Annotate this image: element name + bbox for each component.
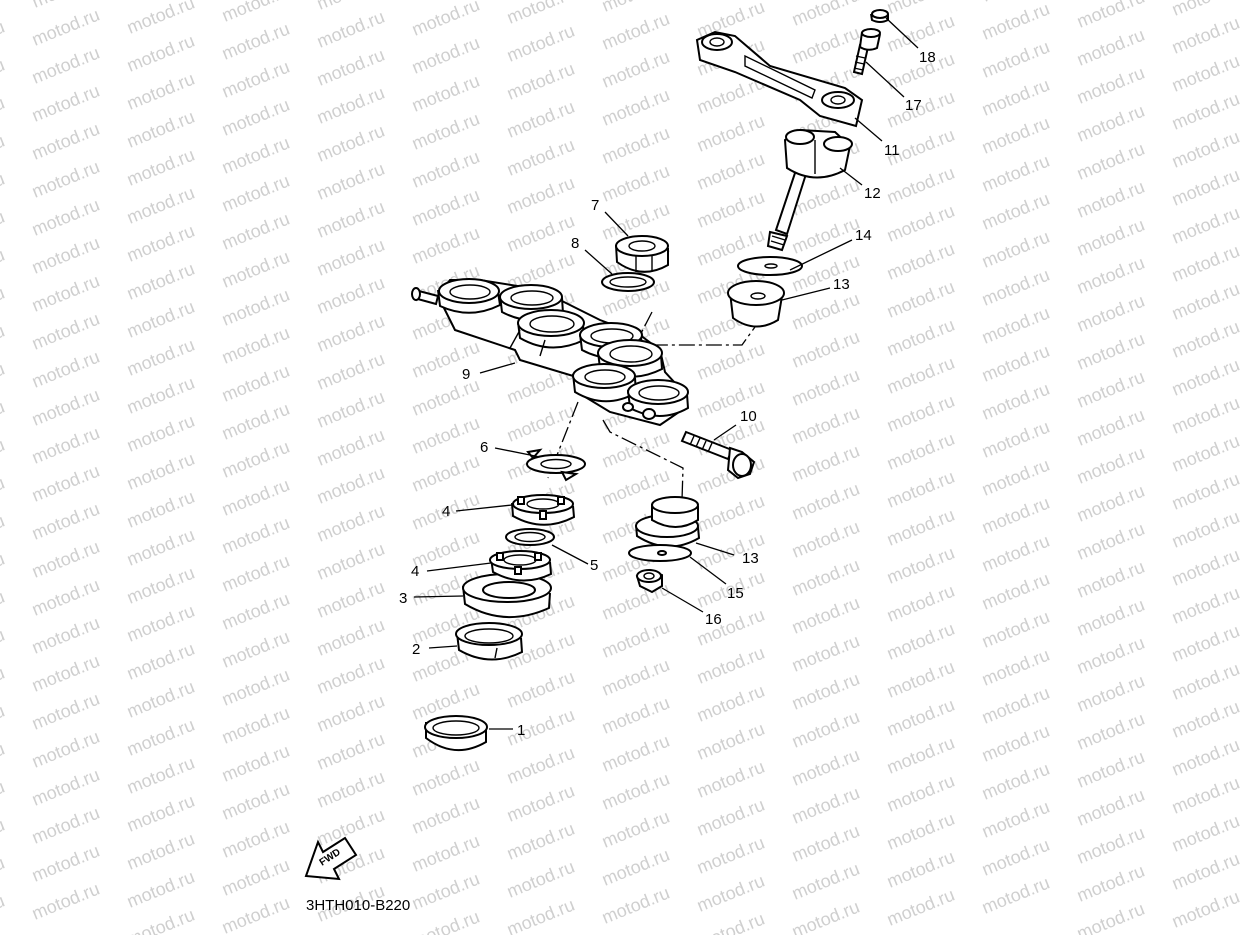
part-12-handlebar-riser [766,128,853,252]
watermark-text: motod.ru [0,17,7,62]
callout-18: 18 [919,49,936,66]
part-10-pinch-bolt [680,430,756,480]
watermark-text: motod.ru [0,283,7,328]
part-4-lower-ring-nut [489,550,553,582]
callout-10: 10 [740,408,757,425]
part-2-bearing [455,622,524,661]
part-13-upper-damper [727,280,785,328]
part-4-upper-ring-nut [511,494,576,526]
part-11-handlebar-clamp [695,30,864,128]
watermark-text: motod.ru [0,663,7,708]
leader-lines [413,17,919,730]
part-6-lock-washer [526,448,586,482]
watermark-text: motod.ru [0,739,7,784]
watermark-text: motod.ru [0,131,7,176]
watermark-text: motod.ru [29,879,102,924]
watermark-text: motod.ru [0,549,7,594]
watermark-text: motod.ru [0,511,7,556]
part-16-nut [635,568,663,594]
watermark-text: motod.ru [0,435,7,480]
part-14-washer [737,256,803,276]
callout-7: 7 [591,197,599,214]
watermark-text: motod.ru [1169,887,1242,932]
part-7-cap-nut [615,235,669,273]
fwd-direction-arrow: FWD [304,836,358,881]
callout-6: 6 [480,439,488,456]
watermark-text: motod.ru [0,397,7,442]
callout-5: 5 [590,557,598,574]
watermark-text: motod.ru [0,207,7,252]
watermark-text: motod.ru [0,815,7,860]
watermark-text: motod.ru [0,321,7,366]
callout-17: 17 [905,97,922,114]
part-8-washer [601,272,655,292]
callout-labels: 1 2 3 4 4 5 6 7 8 9 10 11 12 13 13 14 15… [399,49,936,739]
callout-1: 1 [517,722,525,739]
watermark-text: motod.ru [599,883,672,928]
callout-8: 8 [571,235,579,252]
watermark-text: motod.ru [219,893,292,935]
callout-9: 9 [462,366,470,383]
watermark-text: motod.ru [0,625,7,670]
watermark-text: motod.ru [504,895,577,935]
part-3-dust-seal [462,573,552,618]
watermark-text: motod.ru [0,701,7,746]
watermark-text: motod.ru [0,891,7,935]
callout-13-lower: 13 [742,550,759,567]
watermark-text: motod.ru [0,93,7,138]
watermark-text: motod.ru [979,873,1052,918]
part-5-washer [505,528,555,546]
callout-2: 2 [412,641,420,658]
watermark-text: motod.ru [0,169,7,214]
callout-4-upper: 4 [442,503,450,520]
callout-14: 14 [855,227,872,244]
part-17-bolt [852,28,881,76]
watermark-text: motod.ru [0,777,7,822]
watermark-text: motod.ru [0,245,7,290]
diagram-code: 3HTH010-B220 [306,897,410,914]
part-9-lower-bracket [411,278,690,427]
watermark-text: motod.ru [884,885,957,930]
part-1-seal-cap [424,715,488,752]
watermark-text: motod.ru [789,897,862,935]
part-15-plate-washer [628,544,692,562]
callout-3: 3 [399,590,407,607]
part-13-lower-damper [635,496,701,548]
watermark-text: motod.ru [0,473,7,518]
callout-12: 12 [864,185,881,202]
callout-13-upper: 13 [833,276,850,293]
callout-15: 15 [727,585,744,602]
callout-11: 11 [884,142,900,159]
watermark-text: motod.ru [0,359,7,404]
callout-16: 16 [705,611,722,628]
watermark-text: motod.ru [0,55,7,100]
part-18-cap [870,9,889,23]
watermark-text: motod.ru [0,853,7,898]
callout-4-lower: 4 [411,563,419,580]
watermark-text: motod.ru [0,587,7,632]
